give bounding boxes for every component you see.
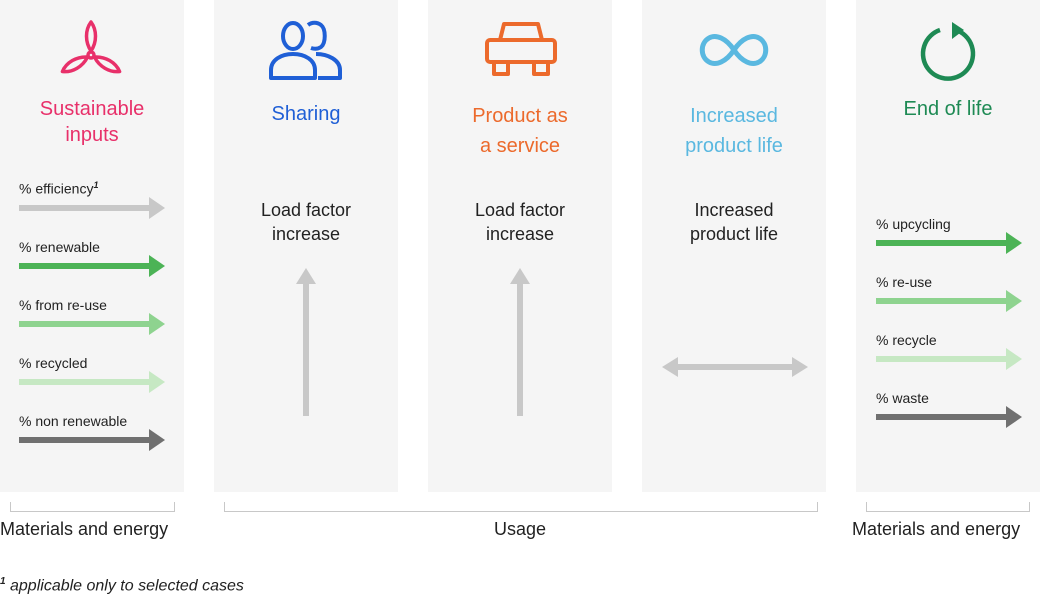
input-arrow-non-renewable xyxy=(19,429,165,451)
input-arrow-recycled xyxy=(19,371,165,393)
sharing-description: Load factor increase xyxy=(260,200,352,244)
end-item-reuse: % re-use xyxy=(876,274,933,290)
life-double-arrow xyxy=(662,357,808,377)
bracket-right xyxy=(866,502,1030,512)
input-item-efficiency: % efficiency1 xyxy=(19,180,99,197)
title-sustainable-inputs: Sustainable inputs xyxy=(39,98,145,146)
life-description: Increased product life xyxy=(689,200,779,244)
service-description: Load factor increase xyxy=(474,200,566,244)
section-label-middle: Usage xyxy=(493,519,547,539)
input-arrow-efficiency xyxy=(19,197,165,219)
input-item-renewable: % renewable xyxy=(19,239,100,255)
footnote: 1 applicable only to selected cases xyxy=(0,576,244,595)
end-arrow-waste xyxy=(876,406,1022,428)
cycle-icon xyxy=(920,22,976,81)
title-sharing: Sharing xyxy=(271,103,341,125)
sharing-up-arrow xyxy=(296,268,316,416)
end-item-recycle: % recycle xyxy=(876,332,937,348)
input-arrow-from-reuse xyxy=(19,313,165,335)
car-icon xyxy=(485,22,557,76)
people-icon xyxy=(269,20,342,80)
bracket-left xyxy=(10,502,175,512)
end-arrow-reuse xyxy=(876,290,1022,312)
title-product-as-service: Product as a service xyxy=(472,105,568,157)
end-item-waste: % waste xyxy=(876,390,929,406)
wind-turbine-icon xyxy=(60,20,122,74)
infinity-icon xyxy=(699,34,769,66)
end-item-upcycling: % upcycling xyxy=(876,216,951,232)
input-item-recycled: % recycled xyxy=(19,355,88,371)
input-arrow-renewable xyxy=(19,255,165,277)
section-label-right: Materials and energy xyxy=(852,519,1021,539)
column-sustainable-inputs xyxy=(0,0,184,492)
end-arrow-recycle xyxy=(876,348,1022,370)
column-increased-product-life xyxy=(642,0,826,492)
end-arrow-upcycling xyxy=(876,232,1022,254)
title-end-of-life: End of life xyxy=(903,98,993,120)
title-increased-product-life: Increased product life xyxy=(685,105,783,157)
service-up-arrow xyxy=(510,268,530,416)
input-item-non-renewable: % non renewable xyxy=(19,413,128,429)
section-label-left: Materials and energy xyxy=(0,519,169,539)
input-item-from-reuse: % from re-use xyxy=(19,297,107,313)
bracket-middle xyxy=(224,502,818,512)
